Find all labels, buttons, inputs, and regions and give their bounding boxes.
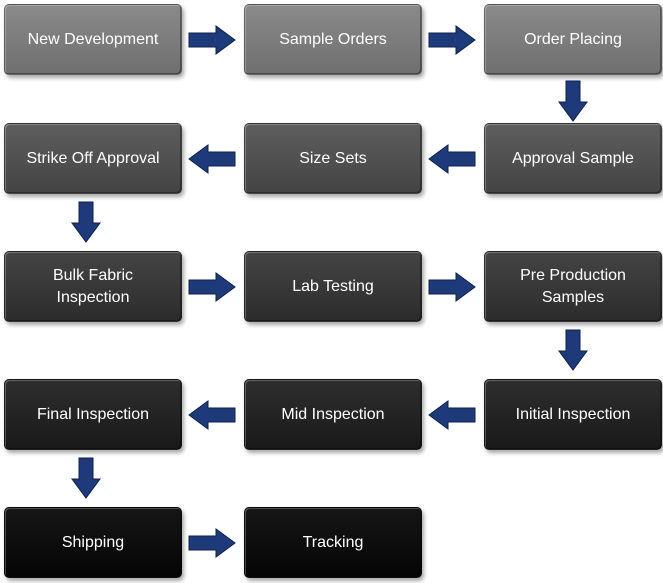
step-label: Initial Inspection (515, 405, 631, 423)
step-label: Bulk Fabric Inspection (52, 266, 134, 306)
arrow-left-icon (428, 144, 476, 174)
arrow-right-icon (188, 272, 236, 302)
arrow-right-icon (428, 272, 476, 302)
arrow-down-icon (558, 80, 588, 122)
step-size-sets: Size Sets (244, 123, 422, 194)
step-mid-inspection: Mid Inspection (244, 379, 422, 450)
arrow-left-icon (188, 400, 236, 430)
step-label: Shipping (61, 533, 125, 551)
arrow-right-icon (188, 528, 236, 558)
step-approval-sample: Approval Sample (484, 123, 662, 194)
step-shipping: Shipping (4, 507, 182, 578)
step-new-development: New Development (4, 4, 182, 75)
arrow-left-icon (428, 400, 476, 430)
arrow-down-icon (71, 201, 101, 243)
step-label: Final Inspection (36, 405, 150, 423)
arrow-left-icon (188, 144, 236, 174)
step-bulk-fabric-inspection: Bulk Fabric Inspection (4, 251, 182, 322)
step-tracking: Tracking (244, 507, 422, 578)
step-label: New Development (27, 30, 159, 48)
arrow-down-icon (558, 329, 588, 371)
step-label: Pre Production Samples (520, 266, 626, 306)
step-label: Order Placing (524, 30, 622, 48)
step-label: Lab Testing (292, 277, 374, 295)
step-sample-orders: Sample Orders (244, 4, 422, 75)
step-label: Tracking (302, 533, 364, 551)
step-order-placing: Order Placing (484, 4, 662, 75)
arrow-right-icon (188, 25, 236, 55)
step-initial-inspection: Initial Inspection (484, 379, 662, 450)
arrow-down-icon (71, 457, 101, 499)
step-pre-production-samples: Pre Production Samples (484, 251, 662, 322)
step-label: Strike Off Approval (26, 149, 160, 167)
arrow-right-icon (428, 25, 476, 55)
step-final-inspection: Final Inspection (4, 379, 182, 450)
step-label: Sample Orders (279, 30, 387, 48)
step-label: Mid Inspection (281, 405, 385, 423)
step-strike-off-approval: Strike Off Approval (4, 123, 182, 194)
step-label: Approval Sample (512, 149, 634, 167)
step-lab-testing: Lab Testing (244, 251, 422, 322)
step-label: Size Sets (299, 149, 367, 167)
